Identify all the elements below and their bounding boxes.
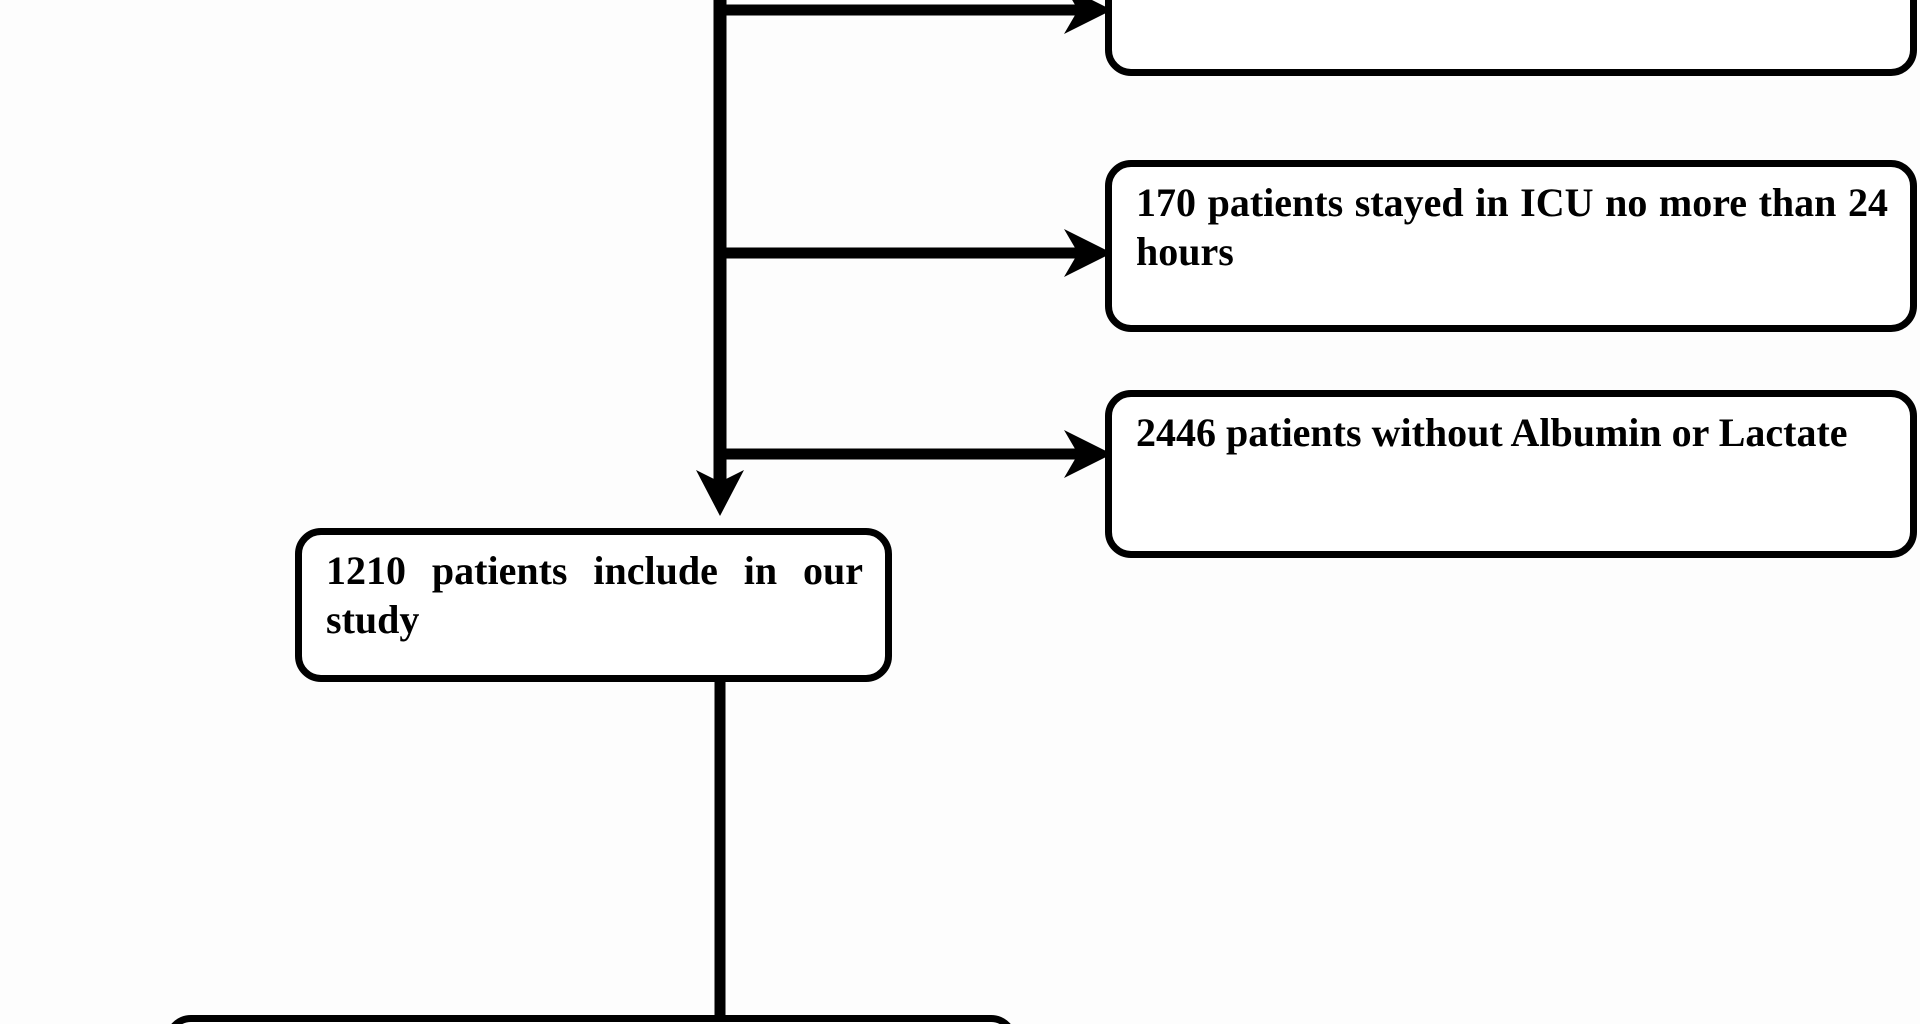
branch-arrowhead-1	[1064, 0, 1112, 34]
branch-arrowhead-3	[1064, 430, 1112, 478]
node-excluded-missing-albumin-or-lactate: 2446 patients without Albumin or Lactate	[1105, 390, 1917, 558]
trunk-arrowhead-down	[696, 470, 744, 516]
node-text-included-study-cohort: 1210 patients include in our study	[326, 548, 873, 642]
node-text-excluded-icu-stay-under-24-hours: 170 patients stayed in ICU no more than …	[1136, 180, 1898, 274]
node-excluded-not-first-icu-admission: to the ICU for the first time	[1105, 0, 1917, 76]
branch-arrowhead-2	[1064, 229, 1112, 277]
node-excluded-icu-stay-under-24-hours: 170 patients stayed in ICU no more than …	[1105, 160, 1917, 332]
node-included-study-cohort: 1210 patients include in our study	[295, 528, 892, 682]
node-downstream-grouping	[165, 1015, 1017, 1024]
node-text-excluded-missing-albumin-or-lactate: 2446 patients without Albumin or Lactate	[1136, 410, 1848, 455]
